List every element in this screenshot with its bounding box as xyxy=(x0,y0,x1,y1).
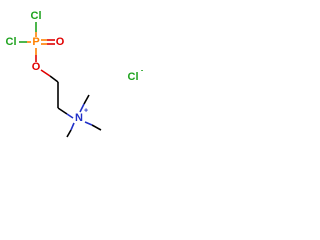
nitrogen-positive-charge: + xyxy=(84,108,88,115)
bond-n-me-right-n-half xyxy=(84,121,93,126)
bond-n-me-right xyxy=(91,124,102,131)
bond-o-c1-o-half xyxy=(40,69,51,77)
phosphorus-atom: P xyxy=(32,36,39,48)
molecule-structure: Cl Cl P O O N + Cl - xyxy=(6,10,144,138)
atoms: Cl Cl P O O N + Cl - xyxy=(6,10,144,124)
chloride-negative-charge: - xyxy=(141,68,144,75)
chlorine-atom-left: Cl xyxy=(6,36,17,48)
chlorine-atom-top: Cl xyxy=(31,10,42,22)
bond-c2-n xyxy=(57,107,68,115)
oxygen-atom-ester: O xyxy=(32,61,41,73)
bonds xyxy=(19,22,102,138)
bond-n-me-bottom xyxy=(66,129,72,138)
oxygen-atom-double: O xyxy=(56,36,65,48)
bond-n-me-bottom-n-half xyxy=(70,122,75,131)
bond-n-me-top-n-half xyxy=(79,103,85,113)
bond-o-c1 xyxy=(49,75,59,83)
nitrogen-atom: N xyxy=(75,112,83,124)
chloride-ion: Cl xyxy=(128,71,139,83)
bond-c2-n-n-half xyxy=(66,113,74,119)
bond-n-me-top xyxy=(83,94,90,105)
